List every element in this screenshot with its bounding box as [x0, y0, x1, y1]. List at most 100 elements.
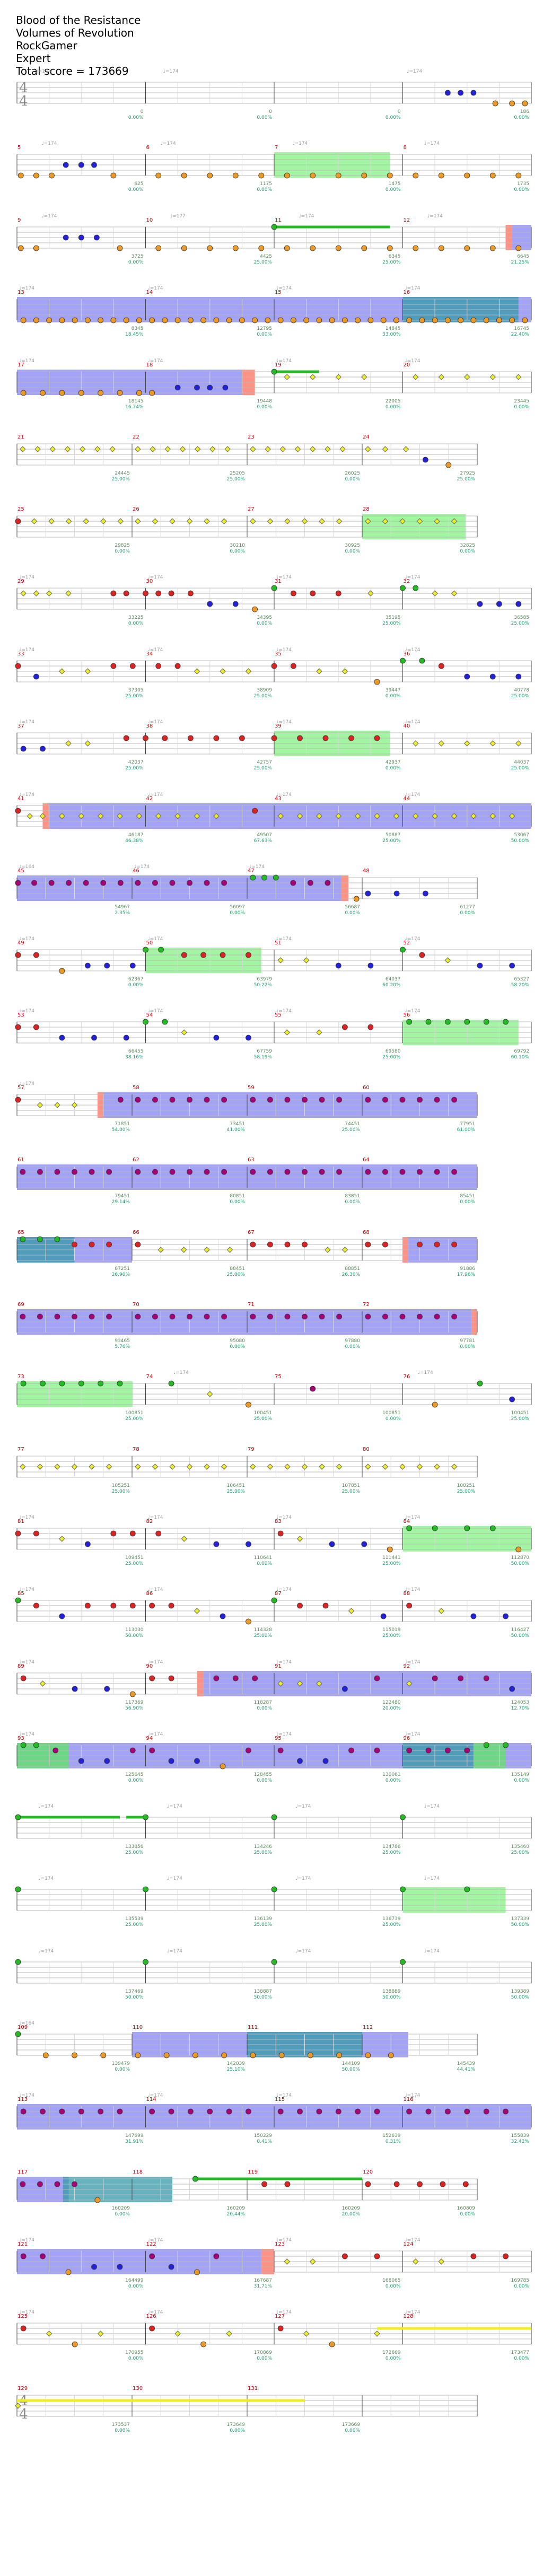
- measure-number: 70: [133, 1302, 139, 1308]
- note-gem: [15, 808, 21, 814]
- measure-score: 64037: [386, 977, 401, 982]
- tempo-marker: ♩=174: [148, 2310, 163, 2315]
- note-gem: [271, 663, 277, 669]
- measure-number: 112: [363, 2025, 373, 2030]
- note-gem: [277, 2325, 284, 2332]
- measure-percent: 0.00%: [230, 1344, 245, 1350]
- note-gem: [462, 2181, 469, 2187]
- note-gem: [213, 1035, 220, 1041]
- note-gem: [438, 740, 444, 747]
- measure-number: 93: [17, 1736, 24, 1741]
- measure-percent: 25.00%: [382, 1055, 401, 1060]
- note-gem: [20, 590, 27, 597]
- note-gem: [307, 2052, 313, 2058]
- note-gem: [451, 1464, 458, 1470]
- measure-score: 169785: [511, 2278, 529, 2283]
- measure-percent: 0.41%: [257, 2139, 272, 2144]
- measure-number: 46: [133, 868, 139, 874]
- tempo-marker: ♩=174: [19, 2310, 34, 2315]
- measure-percent: 25.00%: [125, 694, 144, 699]
- measure-number: 12: [404, 217, 410, 223]
- measure-percent: 50.00%: [342, 2067, 361, 2072]
- measure-percent: 25.10%: [227, 2067, 246, 2072]
- measure-number: 82: [146, 1519, 153, 1524]
- note-gem: [438, 663, 444, 669]
- measure-percent: 54.00%: [112, 1127, 130, 1133]
- measure-number: 60: [363, 1085, 370, 1091]
- chart-row-svg: 25298250.00%26302100.00%27309250.00%2832…: [15, 506, 478, 554]
- measure-percent: 0.00%: [460, 2212, 475, 2217]
- measure-number: 67: [248, 1230, 255, 1236]
- note-gem: [46, 317, 52, 323]
- measure-number: 33: [17, 651, 24, 657]
- note-gem: [413, 172, 419, 179]
- note-gem: [387, 172, 393, 179]
- note-gem: [399, 1097, 406, 1103]
- note-gem: [393, 890, 400, 897]
- tempo-marker: ♩=174: [163, 69, 179, 74]
- note-gem: [71, 1464, 78, 1470]
- note-gem: [406, 317, 413, 323]
- measure-percent: 25.00%: [254, 1922, 273, 1927]
- measure-percent: 50.00%: [125, 1633, 144, 1639]
- measure-percent: 0.00%: [257, 1561, 272, 1566]
- note-gem: [361, 1541, 367, 1547]
- note-gem: [246, 1618, 251, 1625]
- note-gem: [20, 1236, 26, 1242]
- tempo-marker: ♩=174: [148, 358, 163, 364]
- measure-percent: 0.00%: [514, 2356, 529, 2361]
- note-gem: [40, 390, 46, 396]
- note-gem: [78, 2108, 84, 2115]
- note-gem: [416, 518, 423, 524]
- measure-percent: 46.38%: [125, 838, 144, 844]
- note-gem: [365, 2052, 371, 2058]
- chart-row-svg: 49♩=174623670.00%50♩=1746397950.22%51♩=1…: [15, 936, 532, 988]
- note-gem: [169, 1097, 176, 1103]
- tempo-marker: ♩=174: [19, 358, 34, 364]
- note-gem: [434, 1313, 440, 1320]
- note-gem: [382, 1169, 388, 1175]
- note-gem: [444, 957, 451, 963]
- tempo-marker: ♩=174: [148, 575, 163, 580]
- total-score: Total score = 173669: [16, 65, 129, 77]
- note-gem: [91, 2264, 97, 2270]
- note-gem: [89, 1464, 95, 1470]
- chart-row-svg: 37♩=1744203725.00%38♩=1744275725.00%39♩=…: [16, 720, 532, 771]
- note-gem: [194, 446, 201, 452]
- note-gem: [413, 585, 419, 591]
- note-gem: [213, 317, 220, 323]
- note-gem: [94, 446, 101, 452]
- measure-score: 124053: [511, 1700, 529, 1705]
- measure-score: 38909: [257, 688, 272, 693]
- measure-number: 52: [404, 940, 410, 946]
- note-gem: [204, 1313, 210, 1320]
- note-gem: [15, 518, 21, 524]
- note-gem: [220, 1763, 226, 1769]
- note-gem: [20, 2181, 26, 2187]
- note-gem: [477, 601, 483, 607]
- note-gem: [59, 1380, 65, 1387]
- measure-score: 95080: [230, 1338, 245, 1344]
- measure-percent: 25.00%: [254, 1850, 273, 1855]
- note-gem: [250, 2052, 256, 2058]
- note-gem: [63, 162, 69, 168]
- note-gem: [40, 746, 46, 752]
- note-gem: [157, 1247, 164, 1253]
- note-gem: [155, 1530, 162, 1537]
- note-gem: [106, 1464, 112, 1470]
- note-gem: [417, 1169, 423, 1175]
- chart-row-svg: 45♩=164549672.35%46♩=174560970.00%47♩=17…: [15, 864, 478, 916]
- note-gem: [464, 1525, 470, 1531]
- note-gem: [271, 1886, 277, 1892]
- measure-percent: 25.00%: [125, 1416, 144, 1422]
- measure-percent: 0.00%: [386, 405, 401, 410]
- tempo-marker: ♩=174: [19, 647, 34, 653]
- note-gem: [54, 1313, 60, 1320]
- measure-score: 128455: [254, 1772, 272, 1777]
- measure-number: 86: [146, 1591, 153, 1597]
- tempo-marker: ♩=174: [276, 2310, 292, 2315]
